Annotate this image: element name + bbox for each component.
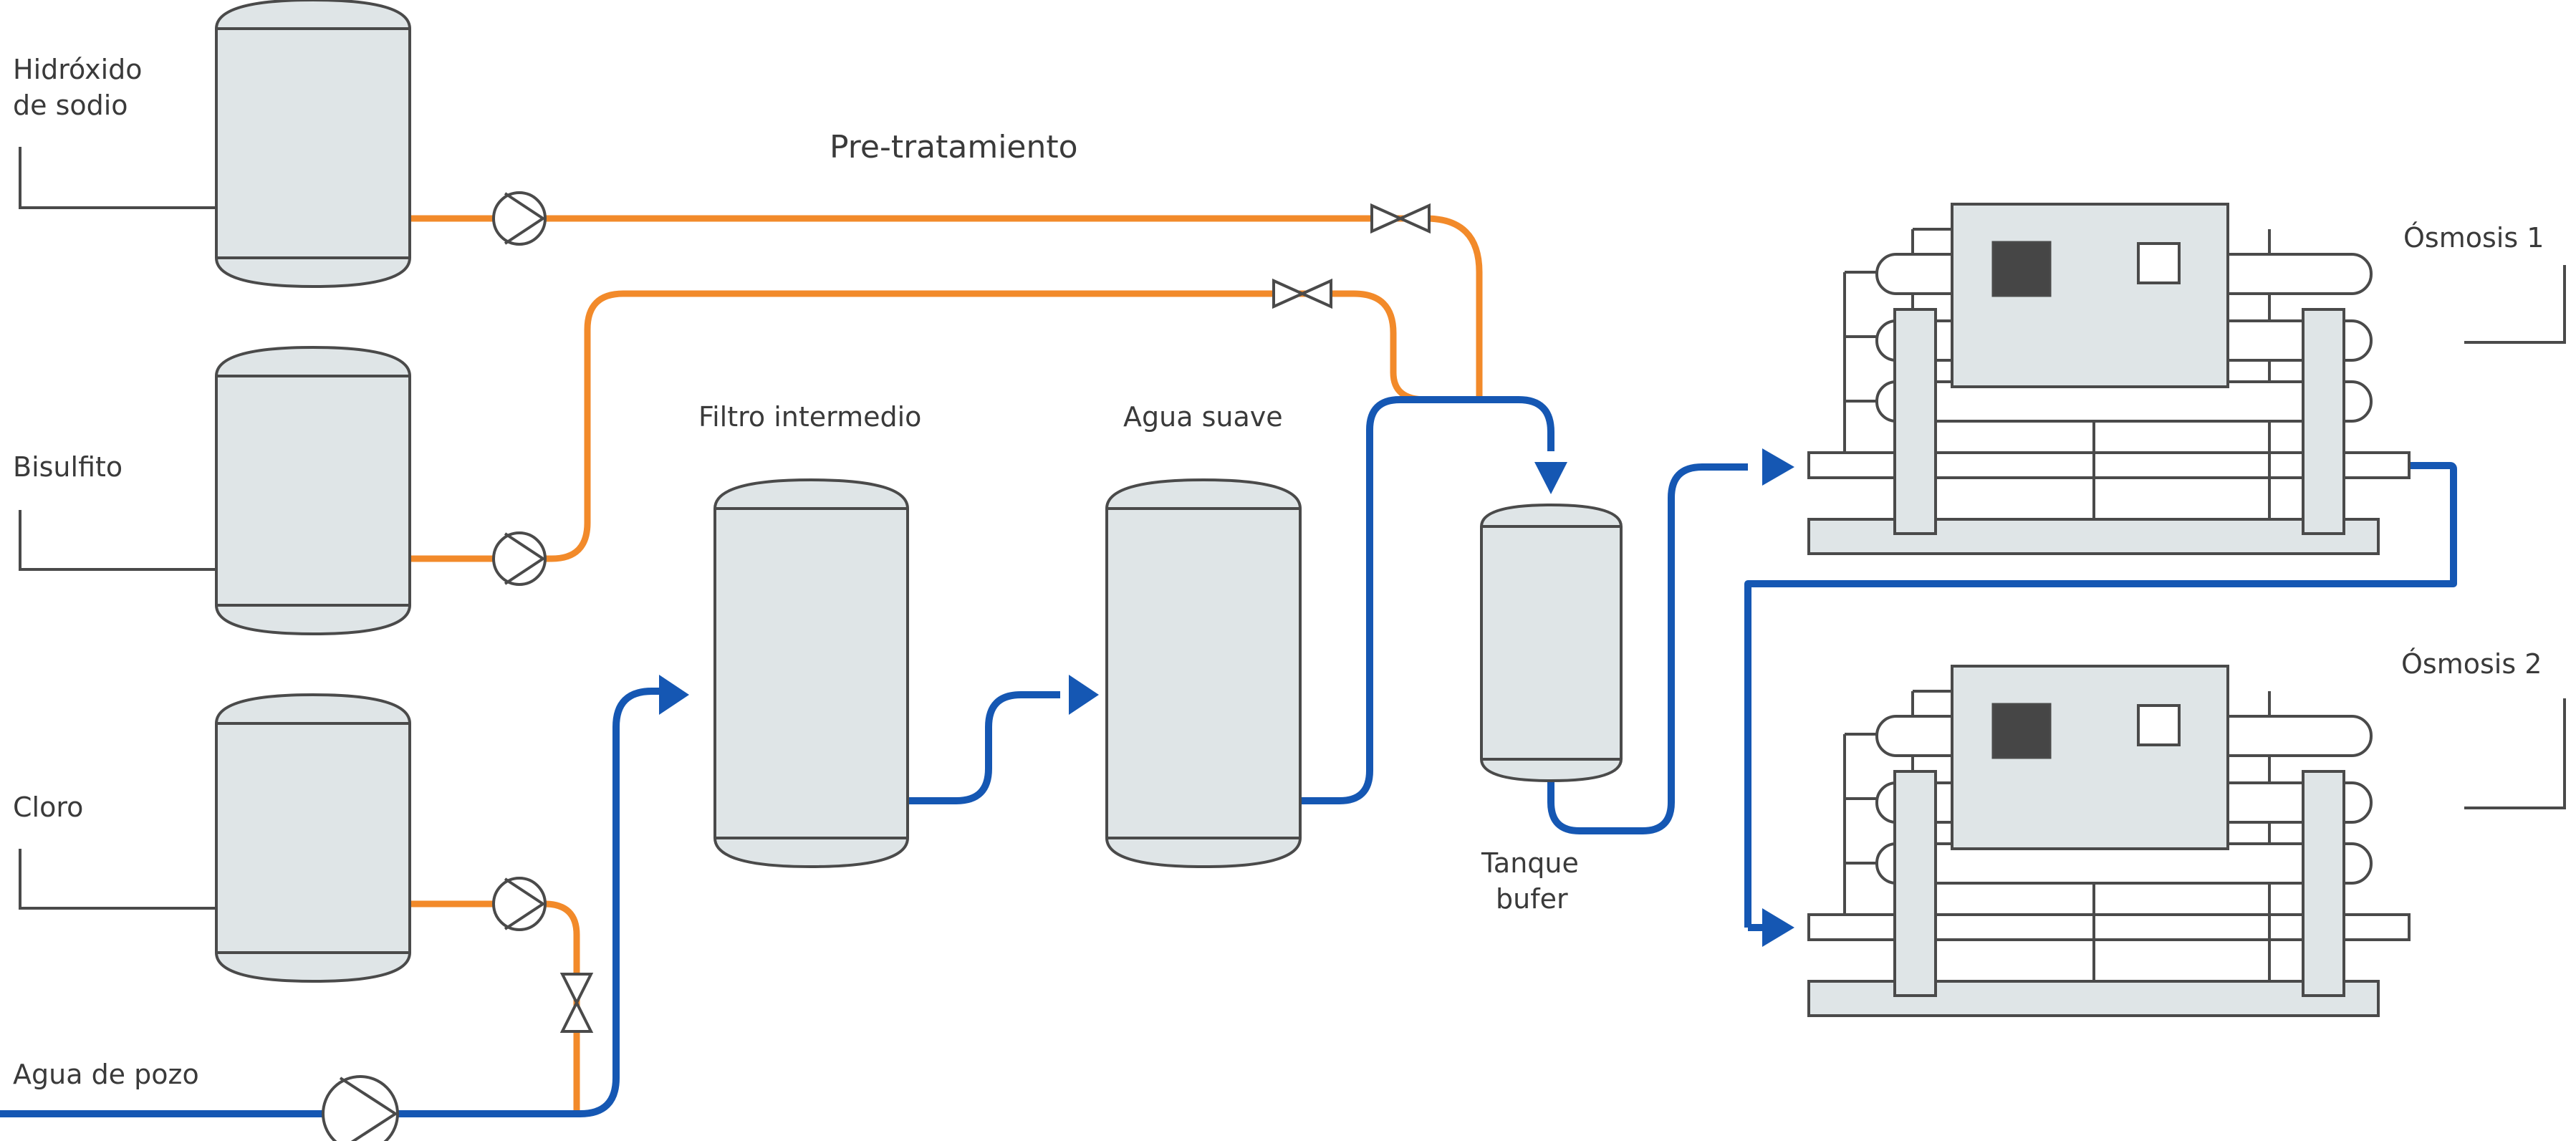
pump-icon[interactable] [492,877,547,931]
bisulfito-leader [19,510,216,571]
filter-to-softener-line [906,691,1060,804]
pump-icon[interactable] [492,191,547,246]
pump-icon[interactable] [492,531,547,586]
osmosis2-leader [2464,698,2566,809]
label-hidroxido-2: de sodio [13,90,128,121]
control-panel-button [2137,704,2181,746]
osmosis-interconnect-line [1744,462,2457,928]
osmosis1-leader [2464,265,2566,344]
hidroxido-tank [215,0,411,289]
tanque-bufer [1480,503,1623,783]
valve-icon[interactable] [559,973,594,1033]
flow-arrow-icon [1762,448,1794,486]
hidroxido-line [408,215,1483,401]
label-bisulfito: Bisulfito [13,451,122,483]
hidroxido-leader [19,147,216,209]
control-panel-dark [1991,241,2052,297]
cloro-line [408,900,580,1114]
flow-arrow-icon [1534,462,1567,494]
label-hidroxido-1: Hidróxido [13,54,143,85]
softener-to-buffer-line [1298,396,1554,804]
valve-icon[interactable] [1272,278,1332,309]
label-filtro-intermedio: Filtro intermedio [698,401,921,433]
bisulfito-line [408,290,1426,562]
buffer-to-osmosis-line [1547,463,1748,834]
pump-icon[interactable] [322,1075,399,1141]
label-agua-de-pozo: Agua de pozo [13,1059,199,1090]
label-osmosis2: Ósmosis 2 [2401,648,2542,680]
osmosis2-unit [1807,665,2411,1017]
control-panel-dark [1991,703,2052,759]
agua-de-pozo-line [0,688,666,1117]
label-cloro: Cloro [13,791,83,823]
label-agua-suave: Agua suave [1123,401,1283,433]
valve-icon[interactable] [1370,203,1431,234]
flow-arrow-icon [659,675,689,715]
cloro-leader [19,849,216,910]
label-pretratamiento: Pre-tratamiento [830,129,1078,165]
flow-arrow-icon [1762,908,1794,947]
filtro-intermedio-tank [713,478,909,869]
bisulfito-tank [215,345,411,636]
flow-arrow-icon [1069,675,1099,715]
osmosis1-unit [1807,203,2411,555]
label-tanque-2: bufer [1496,883,1568,915]
label-osmosis1: Ósmosis 1 [2403,222,2544,254]
label-tanque-1: Tanque [1481,847,1579,879]
control-panel-button [2137,242,2181,284]
cloro-tank [215,693,411,983]
agua-suave-tank [1105,478,1302,869]
